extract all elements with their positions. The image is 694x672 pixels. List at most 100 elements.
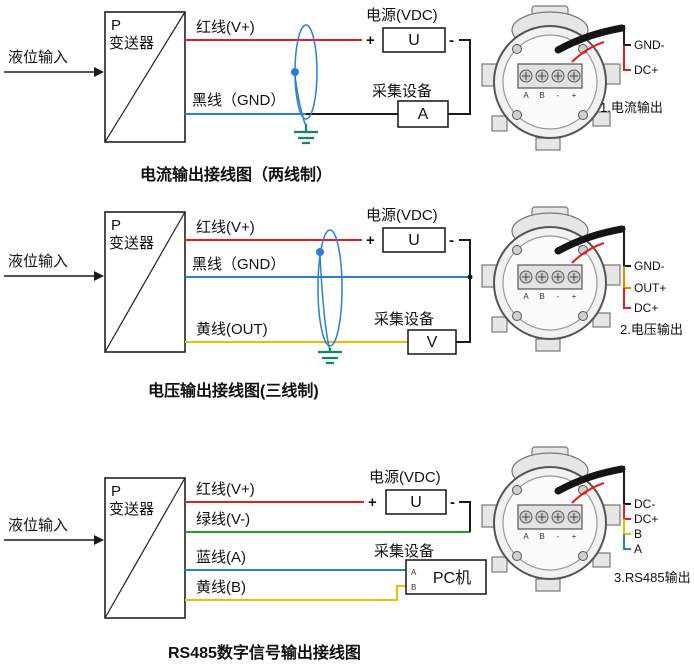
terminal-label: + — [572, 292, 577, 301]
pc-box — [405, 559, 487, 595]
plus-sign: + — [366, 32, 375, 49]
pc-label: PC机 — [433, 569, 471, 587]
yellow-wire-label: 黄线(OUT) — [196, 321, 268, 338]
transmitter-name-label: 变送器 — [109, 235, 154, 252]
black-wire-label: 黑线（GND） — [192, 92, 285, 109]
red-wire-label: 红线(V+) — [196, 219, 255, 236]
section-caption: RS485数字信号输出接线图 — [168, 643, 361, 662]
head-wire-label: DC+ — [634, 301, 658, 315]
collector-box — [407, 329, 457, 355]
head-wire-label: GND- — [634, 38, 665, 52]
head-wire-label: A — [634, 542, 642, 556]
section-rs485-output: 液位输入 P 变送器 红线(V+) 绿线(V-) 蓝线(A) 黄线(B) 电源(… — [4, 447, 691, 662]
power-title: 电源(VDC) — [366, 7, 438, 24]
red-wire-label: 红线(V+) — [196, 19, 255, 36]
input-arrowhead-icon — [94, 271, 104, 281]
green-wire-label: 绿线(V-) — [196, 511, 250, 528]
input-arrowhead-icon — [94, 67, 104, 77]
collector-unit-label: V — [427, 334, 438, 351]
transmitter-diagonal — [104, 11, 186, 143]
shield-drain-wire — [319, 255, 331, 351]
terminal-label: A — [523, 91, 529, 100]
return-wire — [456, 239, 471, 343]
power-box — [385, 489, 447, 515]
collector-box — [397, 100, 449, 128]
head-wire-label: DC+ — [634, 512, 658, 526]
head-a-stub — [623, 534, 631, 550]
return-wire — [448, 39, 471, 115]
collector-title: 采集设备 — [372, 83, 432, 100]
power-title: 电源(VDC) — [369, 469, 441, 486]
head-wire-label: B — [634, 527, 642, 541]
return-wire — [459, 501, 471, 532]
section-voltage-output: 液位输入 P 变送器 红线(V+) 黑线（GND） 黄线(OUT) 电源(VDC… — [4, 207, 683, 400]
collector-unit-label: A — [418, 106, 429, 123]
minus-sign: - — [449, 232, 454, 249]
transmitter-diagonal — [104, 477, 186, 619]
head-dcplus-stub — [623, 504, 631, 520]
head-dc-stub — [623, 288, 631, 309]
pc-terminal-b-label: B — [411, 583, 416, 592]
terminal-label: B — [539, 292, 544, 301]
terminal-label: - — [557, 292, 560, 301]
red-wire-label: 红线(V+) — [196, 481, 255, 498]
transmitter-diagonal — [104, 211, 186, 353]
head-out-stub — [623, 266, 631, 289]
power-unit-label: U — [410, 494, 422, 511]
section-caption: 电流输出接线图（两线制） — [140, 165, 332, 184]
head-gnd-stub — [620, 25, 631, 46]
terminal-label: A — [523, 292, 529, 301]
power-box — [382, 227, 446, 253]
black-wire-label: 黑线（GND） — [192, 256, 285, 273]
transmitter-head — [482, 6, 622, 150]
power-box — [382, 27, 446, 53]
terminal-label: B — [539, 91, 544, 100]
power-unit-label: U — [408, 32, 420, 49]
terminal-label: + — [572, 91, 577, 100]
terminal-label: A — [523, 532, 529, 541]
ground-icon — [318, 348, 342, 365]
shield-connection-dot — [291, 68, 299, 76]
yellow-wire-label: 黄线(B) — [196, 579, 246, 596]
power-title: 电源(VDC) — [366, 207, 438, 224]
terminal-label: + — [572, 532, 577, 541]
level-input-label: 液位输入 — [8, 49, 68, 66]
section-current-output: 液位输入 P 变送器 红线(V+) 黑线（GND） 电源(VDC) + U - … — [4, 6, 665, 184]
ground-icon — [294, 124, 318, 145]
terminal-label: - — [557, 532, 560, 541]
collector-title: 采集设备 — [374, 543, 434, 560]
level-input-label: 液位输入 — [8, 517, 68, 534]
head-wire-label: DC+ — [634, 63, 658, 77]
transmitter-p-label: P — [111, 217, 121, 234]
head-caption: 1.电流输出 — [600, 100, 663, 115]
rs485-b-wire — [185, 585, 406, 601]
transmitter-p-label: P — [111, 17, 121, 34]
head-dc-stub — [623, 45, 631, 71]
power-unit-label: U — [408, 232, 420, 249]
minus-sign: - — [450, 494, 455, 511]
head-wire-label: GND- — [634, 259, 665, 273]
head-b-stub — [623, 519, 631, 535]
plus-sign: + — [366, 232, 375, 249]
terminal-label: - — [557, 91, 560, 100]
head-wire-label: DC- — [634, 497, 655, 511]
head-caption: 3.RS485输出 — [614, 570, 691, 585]
input-arrowhead-icon — [94, 535, 104, 545]
collector-title: 采集设备 — [374, 311, 434, 328]
shield-drain-wire — [294, 75, 307, 127]
head-wire-label: OUT+ — [634, 281, 666, 295]
terminal-label: B — [539, 532, 544, 541]
transmitter-name-label: 变送器 — [109, 501, 154, 518]
level-input-label: 液位输入 — [8, 253, 68, 270]
plus-sign: + — [368, 494, 377, 511]
minus-sign: - — [449, 32, 454, 49]
blue-wire-label: 蓝线(A) — [196, 549, 246, 566]
head-dcminus-stub — [620, 466, 631, 505]
transmitter-head — [482, 447, 622, 591]
shield-connection-dot — [316, 248, 324, 256]
transmitter-name-label: 变送器 — [109, 35, 154, 52]
section-caption: 电压输出接线图(三线制) — [148, 381, 319, 400]
transmitter-p-label: P — [111, 483, 121, 500]
